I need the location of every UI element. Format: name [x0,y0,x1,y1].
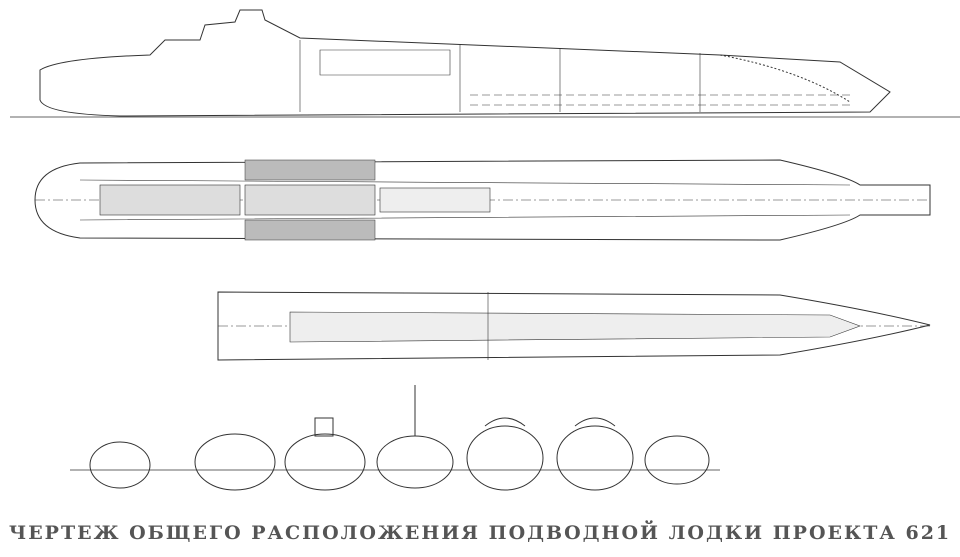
hold-plan-view [217,291,931,361]
submarine-drawing [10,9,960,491]
cross-sections [70,385,720,491]
drawing-title: ЧЕРТЕЖ ОБЩЕГО РАСПОЛОЖЕНИЯ ПОДВОДНОЙ ЛОД… [8,522,952,544]
side-profile-view [10,9,960,118]
deck-plan-view [34,159,931,241]
